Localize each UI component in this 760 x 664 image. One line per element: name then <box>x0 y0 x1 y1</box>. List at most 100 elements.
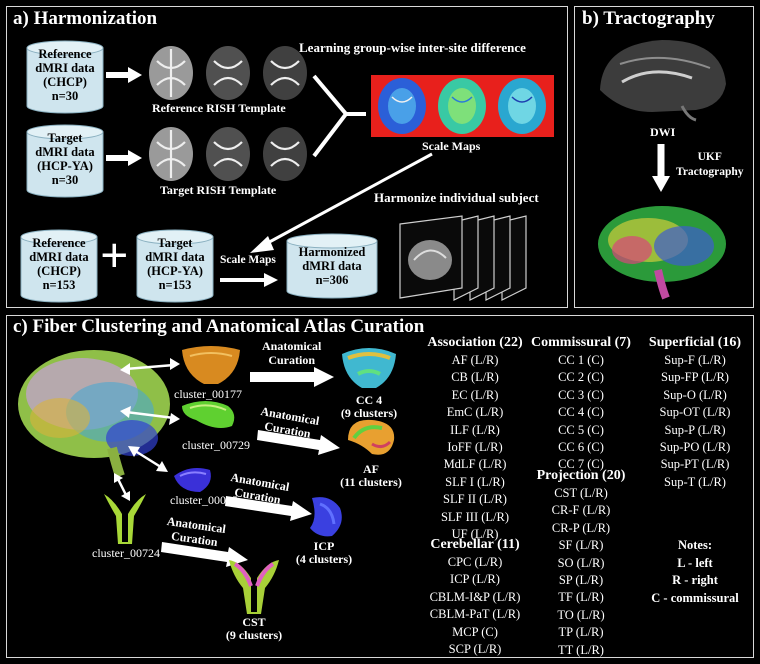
down-arrow-icon <box>652 144 670 192</box>
cerebellar-column: Cerebellar (11) CPC (L/R)ICP (L/R)CBLM-I… <box>404 535 546 658</box>
association-item: SLF II (L/R) <box>443 492 507 507</box>
notes-item: R - right <box>672 573 718 587</box>
projection-item: TP (L/R) <box>558 625 604 640</box>
cst-line: CST <box>242 615 266 629</box>
cyl-line: (CHCP) <box>43 75 87 89</box>
commissural-item: CC 3 (C) <box>558 387 604 402</box>
icp-line: (4 clusters) <box>295 552 353 566</box>
curation-line: Curation <box>268 353 315 367</box>
association-item: UF (L/R) <box>451 526 499 541</box>
cyl-line: n=306 <box>315 273 349 287</box>
cluster-00177-label: cluster_00177 <box>174 387 242 401</box>
cyl-line: Target <box>47 131 83 145</box>
association-item: SLF III (L/R) <box>440 509 510 524</box>
cyl-line: dMRI data <box>35 145 95 159</box>
cerebellar-item: CBLM-PaT (L/R) <box>429 607 521 622</box>
arrow-icon <box>106 150 142 166</box>
arrow-icon <box>106 67 142 83</box>
double-arrow-icon <box>128 446 168 472</box>
superficial-item: Sup-FP (L/R) <box>661 370 729 385</box>
cluster-00177-image <box>182 346 240 384</box>
double-arrow-icon <box>120 358 180 375</box>
whole-brain-tractography-image <box>598 206 726 300</box>
superficial-item: Sup-T (L/R) <box>664 474 726 489</box>
association-header: Association (22) <box>427 335 523 350</box>
commissural-item: CC 1 (C) <box>558 353 604 367</box>
dwi-image <box>600 40 726 122</box>
superficial-item: Sup-F (L/R) <box>664 353 726 367</box>
cyl-line: (CHCP) <box>37 264 81 278</box>
learning-difference-label: Learning group-wise inter-site differenc… <box>299 40 526 55</box>
cc4-label: CC 4(9 clusters) <box>338 394 400 420</box>
scale-maps-label: Scale Maps <box>422 139 481 153</box>
cyl-line: n=153 <box>42 278 76 292</box>
commissural-item: CC 2 (C) <box>558 370 604 385</box>
notes-item: L - left <box>677 555 713 570</box>
target-rish-template-image <box>149 127 307 181</box>
commissural-item: CC 4 (C) <box>558 405 604 420</box>
dwi-label: DWI <box>650 125 676 139</box>
reference-rish-template-label: Reference RISH Template <box>152 101 286 115</box>
double-arrow-icon <box>114 473 130 501</box>
cerebellar-item: MCP (C) <box>452 624 498 639</box>
notes-title: Notes: <box>677 538 712 552</box>
af-line: AF <box>363 462 379 476</box>
double-arrow-icon <box>120 406 180 425</box>
cluster-00724-image <box>104 494 146 544</box>
projection-column: Projection (20) CST (L/R) CR-F (L/R) CR-P … <box>522 466 640 659</box>
commissural-header: Commissural (7) <box>531 335 631 350</box>
cyl-line: Reference <box>32 236 86 250</box>
harmonized-subject-slices-image <box>399 215 527 301</box>
commissural-item: CC 7 (C) <box>558 457 604 472</box>
af-label: AF(11 clusters) <box>338 463 404 489</box>
panel-fiber-clustering <box>6 315 754 658</box>
cyl-line: n=30 <box>51 89 79 103</box>
projection-item: SP (L/R) <box>558 572 604 587</box>
ukf-line: UKF <box>697 151 722 163</box>
projection-item: TO (L/R) <box>557 607 605 622</box>
curation-arrow-icon <box>250 367 334 387</box>
projection-item: CR-P (L/R) <box>551 520 611 535</box>
cyl-line: (HCP-YA) <box>147 264 203 278</box>
cyl-line: Target <box>157 236 193 250</box>
superficial-item: Sup-PO (L/R) <box>659 439 731 454</box>
whole-brain-fiber-image <box>18 350 170 478</box>
commissural-column: Commissural (7) CC 1 (C) CC 2 (C) CC 3 (C)… <box>522 333 640 474</box>
notes-item: C - commissural <box>651 590 739 605</box>
cluster-00724-label: cluster_00724 <box>92 546 160 560</box>
superficial-item: Sup-OT (L/R) <box>659 405 731 420</box>
cyl-line: dMRI data <box>145 250 205 264</box>
cyl-line: n=153 <box>158 278 192 292</box>
icp-label: ICP(4 clusters) <box>292 540 356 566</box>
cst-label: CST(9 clusters) <box>222 616 286 642</box>
projection-header: Projection (20) <box>536 468 626 483</box>
icp-line: ICP <box>313 539 335 553</box>
diagonal-arrow-icon <box>250 152 433 253</box>
cluster-00729-image <box>182 401 235 428</box>
superficial-header: Superficial (16) <box>648 335 742 350</box>
reference-rish-template-image <box>149 46 307 100</box>
cc4-image <box>342 348 396 388</box>
panel-tractography <box>574 6 754 308</box>
cyl-line: dMRI data <box>302 259 362 273</box>
curation-arrow-icon <box>257 430 340 455</box>
projection-item: CR-F (L/R) <box>551 503 611 518</box>
cyl-line: dMRI data <box>35 61 95 75</box>
association-item: EmC (L/R) <box>446 405 504 420</box>
arrow-icon <box>220 273 278 287</box>
superficial-column: Superficial (16) Sup-F (L/R) Sup-FP (L/R)… <box>636 333 754 491</box>
projection-item: TT (L/R) <box>558 642 604 657</box>
projection-item: SF (L/R) <box>558 538 604 553</box>
projection-item: CST (L/R) <box>554 486 608 500</box>
ukf-label: UKF Tractography <box>676 150 744 180</box>
curation-line: Anatomical <box>262 339 322 353</box>
ukf-line: Tractography <box>676 166 744 178</box>
panel-c-title: c) Fiber Clustering and Anatomical Atlas… <box>13 316 425 337</box>
cerebellar-item: CPC (L/R) <box>447 555 503 569</box>
projection-item: TF (L/R) <box>558 590 604 605</box>
association-item: ILF (L/R) <box>450 422 500 437</box>
target-rish-template-label: Target RISH Template <box>160 183 277 197</box>
curation-arrow-icon <box>225 496 312 521</box>
